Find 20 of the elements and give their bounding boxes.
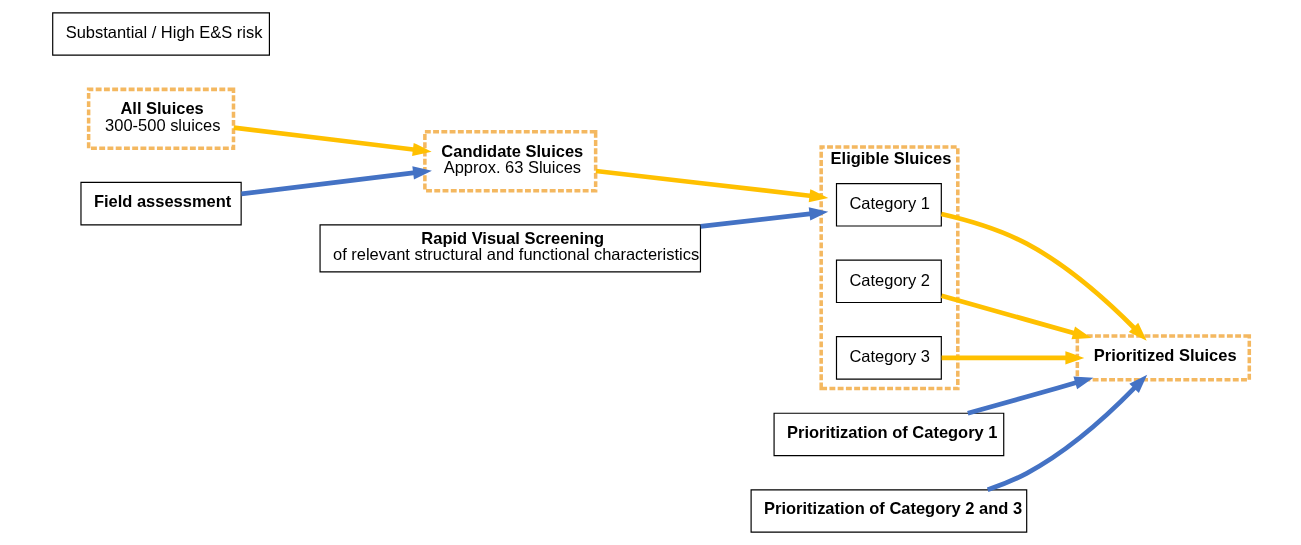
arrow xyxy=(940,211,1147,341)
node-box: All Sluices 300-500 sluices xyxy=(86,87,235,150)
arrow xyxy=(940,293,1091,340)
node-box: Prioritization of Category 1 xyxy=(773,412,1004,457)
node-box: Prioritized Sluices xyxy=(1075,334,1251,382)
arrow xyxy=(699,207,828,229)
node-box: Category 1 xyxy=(835,183,942,227)
node-box: Candidate Sluices Approx. 63 Sluices xyxy=(422,130,597,193)
node-box: Field assessment xyxy=(79,181,242,226)
node-box: Prioritization of Category 2 and 3 xyxy=(750,489,1027,533)
arrow xyxy=(941,351,1084,365)
arrow xyxy=(986,374,1147,492)
arrow xyxy=(240,166,432,197)
node-box: Rapid Visual Screening of relevant structural and functional characteristics xyxy=(318,224,701,273)
node-box: Category 2 xyxy=(835,259,942,304)
node-box: Substantial / High E&S risk xyxy=(51,12,270,56)
node-box: Category 3 xyxy=(835,336,942,380)
arrow xyxy=(595,168,828,203)
arrow xyxy=(966,376,1093,416)
arrow xyxy=(232,125,432,156)
